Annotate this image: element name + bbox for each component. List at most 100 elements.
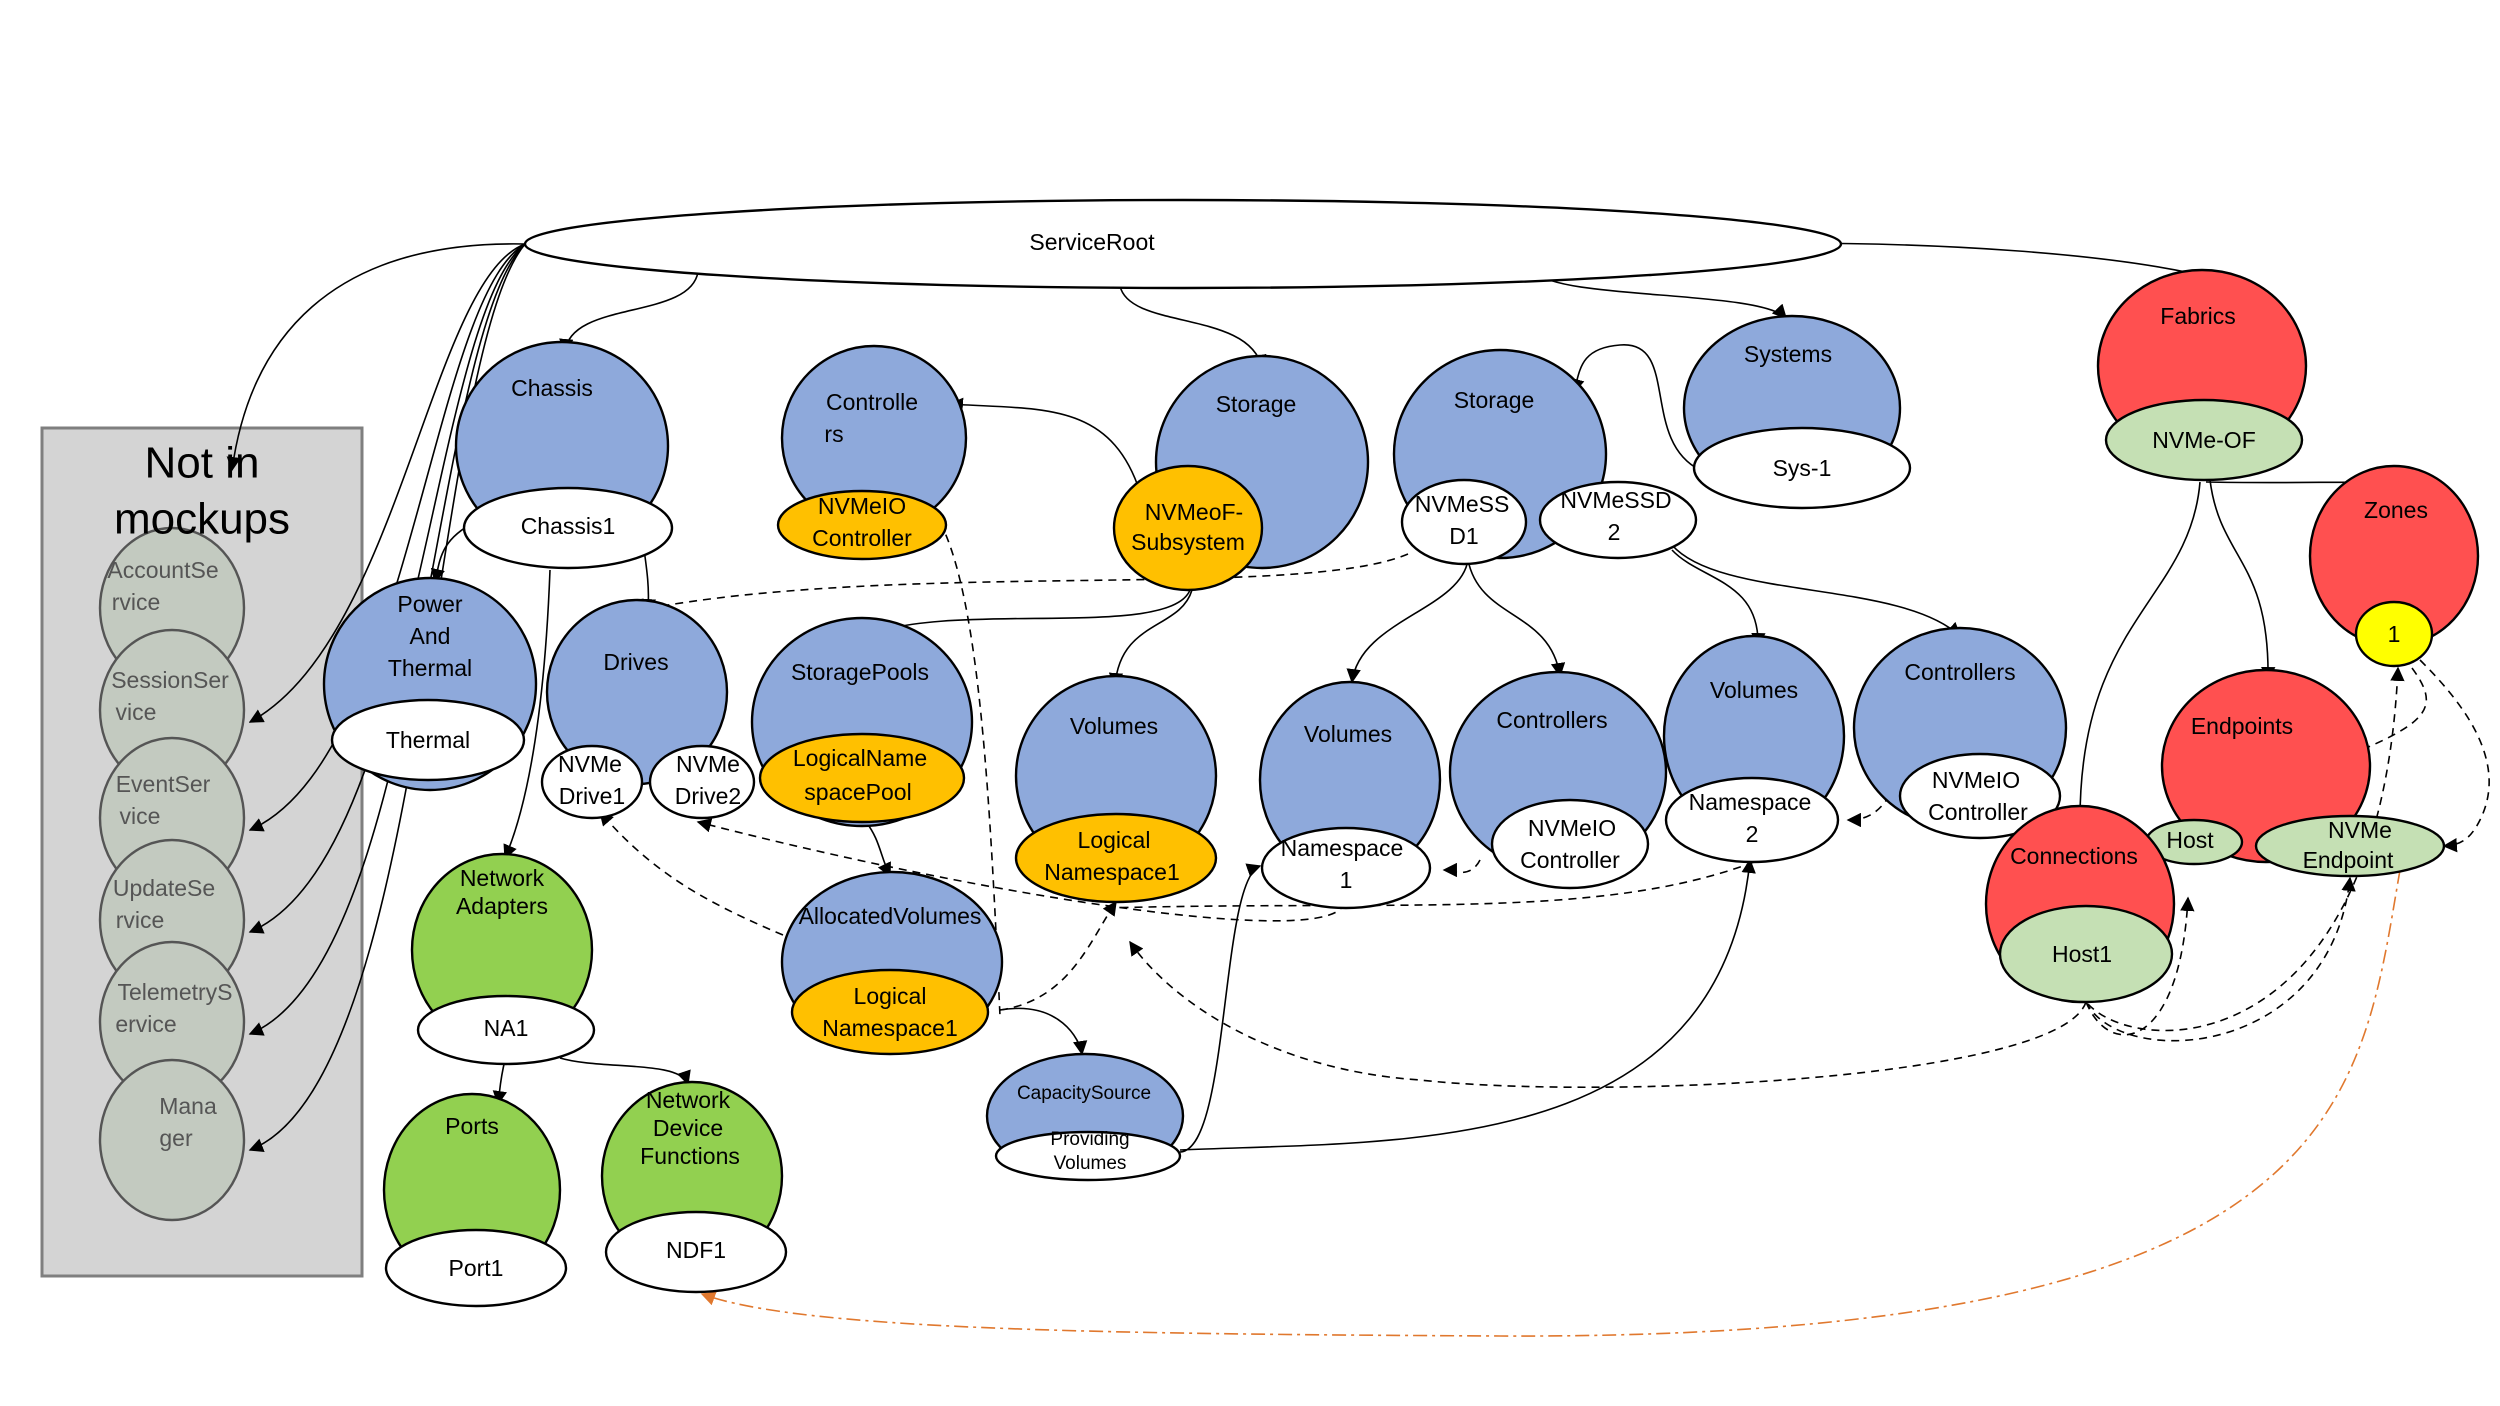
- event-service-label-2: vice: [120, 803, 161, 829]
- allocated-volumes-child-1: Logical: [854, 983, 927, 1009]
- volumes-left-child-1: Logical: [1078, 827, 1151, 853]
- volumes-right-label: Volumes: [1710, 677, 1798, 703]
- nvme-drive1-label-1: NVMe: [558, 751, 622, 777]
- nvme-drive1-label-2: Drive1: [559, 783, 625, 809]
- event-service-label-1: EventSer: [116, 771, 211, 797]
- not-in-mockups-title-1: Not in: [145, 439, 260, 488]
- network-adapters-label-2: Adapters: [456, 893, 548, 919]
- fabrics-label: Fabrics: [2160, 303, 2235, 329]
- manager-node[interactable]: Mana ger: [98, 1058, 246, 1222]
- zone-1-label: 1: [2388, 621, 2401, 647]
- service-root-node[interactable]: ServiceRoot: [523, 198, 1843, 290]
- connections-node[interactable]: Connections Host1: [1984, 804, 2176, 1004]
- nvme-drive2-label-1: NVMe: [676, 751, 740, 777]
- capacity-source-node[interactable]: CapacitySource Providing Volumes: [985, 1052, 1185, 1182]
- controllers-mid-child-1: NVMeIO: [1528, 815, 1616, 841]
- nvmessd2-label-2: 2: [1608, 519, 1621, 545]
- session-service-label-1: SessionSer: [111, 667, 229, 693]
- storage-left-child-2: Subsystem: [1131, 529, 1245, 555]
- volumes-right-child-2: 2: [1746, 821, 1759, 847]
- manager-label-1: Mana: [159, 1093, 217, 1119]
- endpoints-node[interactable]: Endpoints Host NVMe Endpoint: [2144, 668, 2446, 878]
- network-adapters-node[interactable]: Network Adapters NA1: [410, 852, 596, 1066]
- storage-pools-node[interactable]: StoragePools LogicalName spacePool: [750, 616, 974, 828]
- controllers-mid-label: Controllers: [1496, 707, 1607, 733]
- power-thermal-label-2: And: [410, 623, 451, 649]
- host1-label: Host1: [2052, 941, 2112, 967]
- network-adapters-label-1: Network: [460, 865, 545, 891]
- storage-right-label: Storage: [1454, 387, 1535, 413]
- ports-label: Ports: [445, 1113, 499, 1139]
- volumes-left-node[interactable]: Volumes Logical Namespace1: [1014, 674, 1218, 904]
- allocated-volumes-node[interactable]: AllocatedVolumes Logical Namespace1: [780, 870, 1004, 1056]
- storage-left-node[interactable]: Storage NVMeoF- Subsystem: [1112, 354, 1370, 592]
- storage-pools-child-1: LogicalName: [793, 745, 927, 771]
- capacity-source-child-2: Volumes: [1054, 1153, 1127, 1174]
- na1-label: NA1: [484, 1015, 529, 1041]
- ports-node[interactable]: Ports Port1: [382, 1092, 568, 1308]
- controllers-left-node[interactable]: Controlle rs NVMeIO Controller: [776, 344, 968, 561]
- update-service-label-1: UpdateSe: [113, 875, 215, 901]
- not-in-mockups-title-2: mockups: [114, 495, 290, 544]
- ndf-label-3: Functions: [640, 1143, 740, 1169]
- nvme-endpoint-label-2: Endpoint: [2303, 847, 2394, 873]
- port1-label: Port1: [449, 1255, 504, 1281]
- drives-label: Drives: [603, 649, 668, 675]
- volumes-left-child-2: Namespace1: [1044, 859, 1180, 885]
- controllers-mid-node[interactable]: Controllers NVMeIO Controller: [1448, 670, 1668, 890]
- drives-node[interactable]: Drives NVMe Drive1 NVMe Drive2: [540, 598, 756, 820]
- chassis1-label: Chassis1: [521, 513, 616, 539]
- systems-label: Systems: [1744, 341, 1832, 367]
- volumes-mid-child-2: 1: [1340, 867, 1353, 893]
- not-in-mockups-panel: AccountSe rvice SessionSer vice EventSer…: [40, 426, 364, 1278]
- nvme-endpoint-label-1: NVMe: [2328, 817, 2392, 843]
- storage-left-child-1: NVMeoF-: [1145, 499, 1243, 525]
- nvmessd1-label-2: D1: [1449, 523, 1478, 549]
- controllers-left-child-1: NVMeIO: [818, 493, 906, 519]
- nvme-of-label: NVMe-OF: [2152, 427, 2256, 453]
- host-endpoint-label: Host: [2166, 827, 2214, 853]
- nvme-drive2-label-2: Drive2: [675, 783, 741, 809]
- session-service-label-2: vice: [116, 699, 157, 725]
- power-thermal-node[interactable]: Power And Thermal Thermal: [322, 576, 538, 792]
- controllers-left-label-2: rs: [824, 421, 843, 447]
- capacity-source-label: CapacitySource: [1017, 1083, 1151, 1104]
- telemetry-service-label-1: TelemetryS: [117, 979, 232, 1005]
- manager-label-2: ger: [159, 1125, 193, 1151]
- ndf-label-1: Network: [646, 1087, 731, 1113]
- power-thermal-label-3: Thermal: [388, 655, 472, 681]
- allocated-volumes-child-2: Namespace1: [822, 1015, 958, 1041]
- chassis-label: Chassis: [511, 375, 593, 401]
- network-device-functions-node[interactable]: Network Device Functions NDF1: [600, 1080, 788, 1294]
- storage-left-label: Storage: [1216, 391, 1297, 417]
- zones-node[interactable]: Zones 1: [2308, 464, 2480, 668]
- storage-right-node[interactable]: Storage NVMeSS D1 NVMeSSD 2: [1392, 348, 1698, 566]
- edges: [226, 242, 2490, 1337]
- allocated-volumes-label: AllocatedVolumes: [799, 903, 982, 929]
- nvmessd1-label-1: NVMeSS: [1415, 491, 1510, 517]
- systems-node[interactable]: Systems Sys-1: [1682, 314, 1912, 510]
- update-service-label-2: rvice: [116, 907, 165, 933]
- telemetry-service-label-2: ervice: [115, 1011, 176, 1037]
- telemetry-service-node[interactable]: TelemetryS ervice: [98, 940, 246, 1104]
- sys1-label: Sys-1: [1773, 455, 1832, 481]
- fabrics-node[interactable]: Fabrics NVMe-OF: [2096, 268, 2308, 482]
- chassis-node[interactable]: Chassis Chassis1: [454, 340, 674, 570]
- volumes-mid-node[interactable]: Volumes Namespace 1: [1258, 680, 1442, 910]
- ndf1-label: NDF1: [666, 1237, 726, 1263]
- thermal-label: Thermal: [386, 727, 470, 753]
- power-thermal-label-1: Power: [397, 591, 463, 617]
- controllers-mid-child-2: Controller: [1520, 847, 1620, 873]
- controllers-right-child-1: NVMeIO: [1932, 767, 2020, 793]
- capacity-source-child-1: Providing: [1050, 1129, 1129, 1150]
- zones-label: Zones: [2364, 497, 2428, 523]
- connections-label: Connections: [2010, 843, 2138, 869]
- ndf-label-2: Device: [653, 1115, 723, 1141]
- controllers-left-label-1: Controlle: [826, 389, 918, 415]
- volumes-right-node[interactable]: Volumes Namespace 2: [1662, 634, 1846, 864]
- controllers-right-child-2: Controller: [1928, 799, 2028, 825]
- account-service-label-1: AccountSe: [107, 557, 218, 583]
- controllers-right-node[interactable]: Controllers NVMeIO Controller: [1852, 626, 2068, 840]
- endpoints-label: Endpoints: [2191, 713, 2293, 739]
